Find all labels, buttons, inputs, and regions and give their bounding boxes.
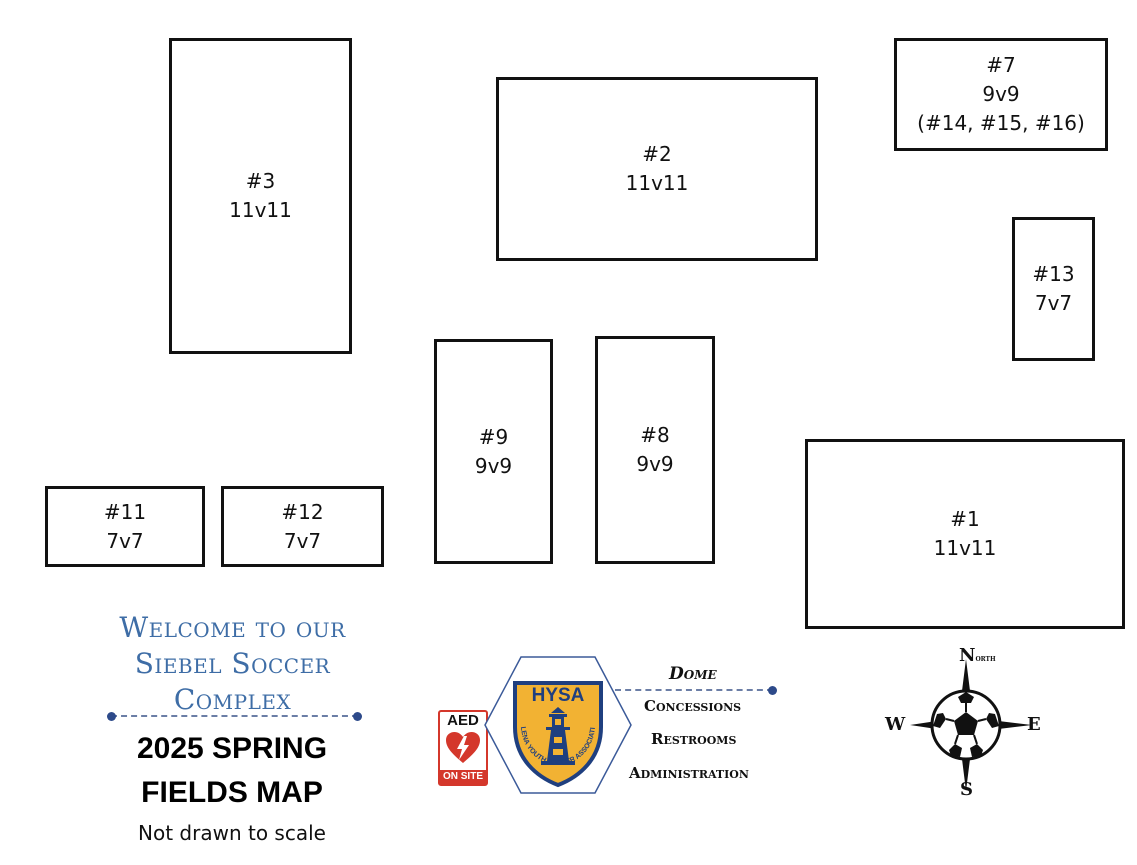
compass-north-small: ORTH bbox=[975, 656, 996, 663]
field-8-format: 9v9 bbox=[636, 452, 674, 476]
welcome-line-1: Welcome to our bbox=[119, 611, 346, 644]
field-13: #13 7v7 bbox=[1012, 217, 1095, 361]
aed-heart-icon bbox=[446, 732, 480, 763]
dome-label: Dome bbox=[669, 664, 717, 684]
field-3-number: #3 bbox=[245, 169, 276, 193]
title-line-2: FIELDS MAP bbox=[141, 776, 323, 809]
field-12-number: #12 bbox=[281, 499, 324, 524]
aed-sub-label: ON SITE bbox=[440, 770, 486, 784]
field-7-format: 9v9 bbox=[982, 82, 1020, 106]
field-11-number: #11 bbox=[103, 499, 147, 524]
title-line-1: 2025 SPRING bbox=[136, 732, 328, 765]
field-2-number: #2 bbox=[642, 142, 672, 166]
field-8: #8 9v9 bbox=[595, 336, 715, 564]
compass-north: NORTH bbox=[959, 645, 996, 666]
field-1-number: #1 bbox=[950, 507, 980, 531]
hysa-abbr: HYSA bbox=[532, 685, 585, 706]
service-administration: Administration bbox=[629, 764, 749, 782]
welcome-line-2: Siebel Soccer bbox=[134, 647, 331, 680]
field-9-number: #9 bbox=[478, 424, 509, 449]
field-9-format: 9v9 bbox=[474, 453, 513, 478]
field-12: #12 7v7 bbox=[221, 486, 384, 567]
scale-note: Not drawn to scale bbox=[138, 821, 326, 845]
field-11-format: 7v7 bbox=[106, 528, 144, 553]
soccer-ball-icon bbox=[930, 689, 1002, 761]
service-concessions: Concessions bbox=[644, 697, 742, 715]
field-2-format: 11v11 bbox=[625, 171, 689, 195]
welcome-heading: Welcome to our Siebel Soccer Complex bbox=[100, 610, 365, 718]
hysa-logo: HYSA HELENA YOUTH SOCCER ASSOCIATION bbox=[483, 655, 632, 794]
field-2: #2 11v11 bbox=[496, 77, 818, 261]
field-8-number: #8 bbox=[640, 423, 670, 447]
field-3: #3 11v11 bbox=[169, 38, 352, 354]
compass-east: E bbox=[1027, 714, 1041, 735]
field-1-format: 11v11 bbox=[933, 536, 997, 560]
compass-south: S bbox=[960, 779, 973, 800]
field-7: #7 9v9 (#14, #15, #16) bbox=[894, 38, 1108, 151]
field-7-subfields: (#14, #15, #16) bbox=[917, 111, 1085, 135]
field-11: #11 7v7 bbox=[45, 486, 205, 567]
service-restrooms: Restrooms bbox=[651, 730, 737, 748]
dome-connector bbox=[615, 686, 777, 695]
welcome-line-3: Complex bbox=[173, 683, 292, 716]
compass-west: W bbox=[885, 714, 906, 735]
compass-rose: NORTH S W E bbox=[880, 645, 1050, 800]
aed-label: AED bbox=[447, 712, 479, 729]
field-13-number: #13 bbox=[1032, 262, 1075, 286]
field-3-format: 11v11 bbox=[229, 198, 292, 222]
field-1: #1 11v11 bbox=[805, 439, 1125, 629]
field-9: #9 9v9 bbox=[434, 339, 553, 564]
field-13-format: 7v7 bbox=[1034, 291, 1073, 315]
page-title: 2025 SPRING FIELDS MAP bbox=[118, 727, 346, 815]
aed-badge: AED ON SITE bbox=[438, 710, 488, 786]
field-12-format: 7v7 bbox=[283, 528, 322, 553]
welcome-divider bbox=[107, 712, 362, 721]
field-7-number: #7 bbox=[986, 53, 1016, 77]
